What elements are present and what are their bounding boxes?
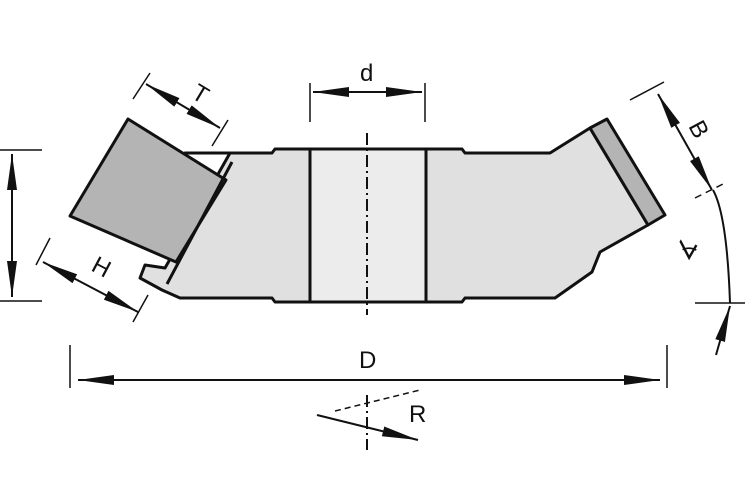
- label-B: B: [683, 116, 714, 143]
- left-tooth: [68, 117, 228, 264]
- label-angle: ∡: [670, 233, 704, 265]
- dim-R: [316, 414, 419, 441]
- label-D: D: [359, 347, 376, 374]
- dim-B: [657, 93, 713, 191]
- label-R: R: [409, 401, 426, 428]
- dim-T: [145, 83, 221, 129]
- label-T: T: [187, 79, 214, 110]
- dim-H: [42, 261, 139, 313]
- right-tooth: [588, 117, 667, 227]
- label-H: H: [87, 251, 115, 283]
- label-d: d: [360, 60, 373, 87]
- angle-arrow: [715, 305, 731, 356]
